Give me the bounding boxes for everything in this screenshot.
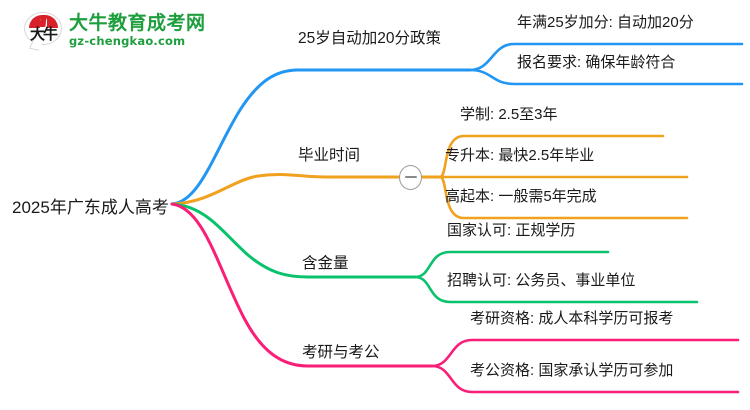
leaf-curve-orange-3 (438, 175, 689, 220)
branch-node-graduation-time[interactable]: 毕业时间 (298, 147, 361, 164)
brand-name: 大牛教育成考网 (69, 13, 206, 35)
leaf-node-registration-requirement[interactable]: 报名要求: 确保年龄符合 (517, 54, 676, 71)
brand-domain: gz-chengkao.com (69, 34, 186, 49)
leaf-node-civilservice-eligibility[interactable]: 考公资格: 国家承认学历可参加 (470, 362, 674, 379)
branch-group-orange (170, 134, 689, 220)
branch-node-value[interactable]: 含金量 (302, 255, 349, 272)
branch-curve-green (170, 202, 417, 279)
branch-curve-orange (170, 172, 400, 206)
branch-group-green (170, 202, 699, 304)
leaf-node-state-recognition[interactable]: 国家认可: 正规学历 (447, 222, 576, 239)
leaf-curve-blue-1 (468, 42, 744, 72)
branch-curve-pink (170, 202, 434, 368)
root-node-label[interactable]: 2025年广东成人高考 (12, 198, 169, 217)
leaf-node-postgrad-eligibility[interactable]: 考研资格: 成人本科学历可报考 (470, 310, 674, 327)
leaf-node-gaoqiben[interactable]: 高起本: 一般需5年完成 (445, 188, 597, 205)
site-watermark: 大牛 大牛教育成考网 gz-chengkao.com (24, 12, 206, 51)
leaf-node-study-length[interactable]: 学制: 2.5至3年 (460, 106, 558, 123)
leaf-curve-blue-2 (468, 68, 744, 86)
leaf-node-zhuanshengben[interactable]: 专升本: 最快2.5年毕业 (445, 147, 595, 164)
branch-node-postgrad-civilservice[interactable]: 考研与考公 (302, 344, 380, 361)
leaf-node-employer-recognition[interactable]: 招聘认可: 公务员、事业单位 (447, 272, 636, 289)
branch-curve-blue (170, 68, 472, 206)
brand-text-block: 大牛教育成考网 gz-chengkao.com (69, 14, 206, 48)
minus-bar (404, 176, 417, 179)
leaf-curve-green-2 (413, 275, 699, 304)
leaf-curve-pink-2 (430, 364, 740, 394)
leaf-curve-pink-1 (430, 338, 740, 368)
leaf-node-age-bonus[interactable]: 年满25岁加分: 自动加20分 (517, 14, 694, 31)
branch-group-pink (170, 202, 740, 394)
brand-logo-icon: 大牛 (24, 12, 62, 51)
leaf-curve-green-1 (413, 250, 610, 279)
leaf-curve-orange-1 (438, 134, 665, 179)
branch-group-blue (170, 42, 744, 206)
branch-node-policy[interactable]: 25岁自动加20分政策 (298, 30, 441, 47)
logo-glyph-text: 大牛 (29, 25, 58, 43)
minus-circle-icon[interactable] (399, 165, 422, 190)
speech-bubble-shape (24, 12, 62, 45)
